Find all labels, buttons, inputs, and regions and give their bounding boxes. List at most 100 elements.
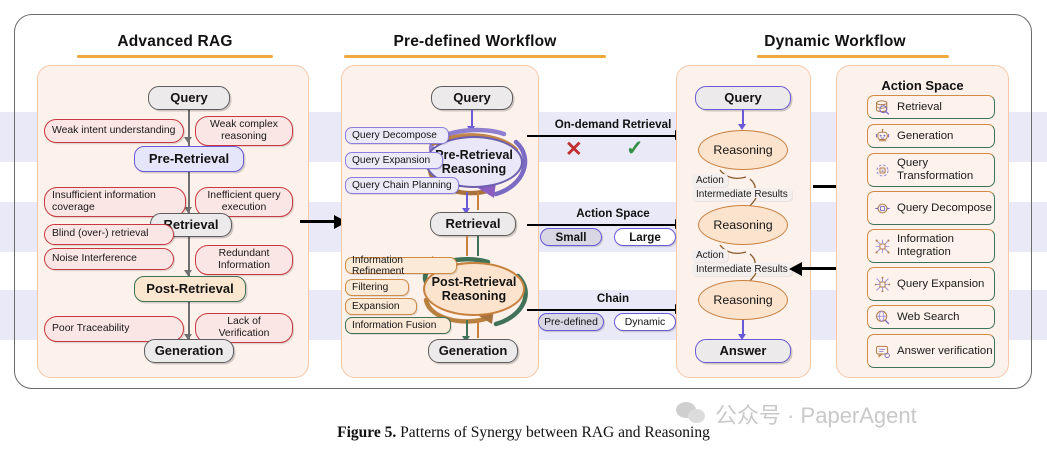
chip-query-decompose: Query Decompose [345, 127, 449, 144]
action-item-label: Retrieval [897, 100, 942, 113]
label-action-1: Action [692, 174, 728, 187]
dyn-flow-1 [742, 110, 744, 126]
issue-noise-interference: Noise Interference [44, 248, 174, 270]
comparison-line-1 [527, 135, 677, 138]
chip-filtering: Filtering [345, 279, 409, 296]
cross-icon: ✕ [565, 138, 583, 161]
option-small[interactable]: Small [540, 228, 602, 246]
ellipse-reasoning-2: Reasoning [698, 205, 788, 245]
column-title-predefined: Pre-defined Workflow [393, 33, 557, 50]
flow-line-gen-2 [477, 320, 479, 338]
ellipse-reasoning-3: Reasoning [698, 280, 788, 320]
node-query-dynamic: Query [695, 86, 791, 110]
action-item-web-search[interactable]: Web Search [867, 305, 995, 329]
action-item-label: Information Integration [897, 233, 954, 258]
node-query-predefined: Query [431, 86, 513, 110]
chip-query-expansion: Query Expansion [345, 152, 443, 169]
ellipse-pre-retrieval-reasoning: Pre-Retrieval Reasoning [425, 136, 523, 188]
wechat-icon [676, 402, 708, 426]
action-item-label: Query Transformation [897, 157, 974, 182]
arrow-actionspace-to-dynamic [800, 267, 840, 270]
issue-inefficient-query: Inefficient query execution [195, 187, 293, 217]
dyn-flow-2 [742, 320, 744, 336]
node-retrieval-predefined: Retrieval [430, 212, 516, 236]
label-intermediate-results-2: Intermediate Results [692, 263, 792, 276]
issue-weak-complex: Weak complex reasoning [195, 116, 293, 146]
flow-line-pre-1 [471, 110, 473, 128]
globe-search-icon [874, 309, 891, 326]
action-item-label: Query Expansion [897, 277, 985, 290]
flow-arrow-2 [184, 207, 192, 213]
column-underline-predefined [344, 55, 606, 58]
database-search-icon [874, 99, 891, 116]
arrow-head-actionspace-to-dynamic [789, 261, 802, 276]
node-generation-predefined: Generation [428, 339, 518, 363]
node-post-retrieval: Post-Retrieval [134, 276, 246, 302]
option-dynamic[interactable]: Dynamic [614, 313, 676, 331]
issue-lack-verification: Lack of Verification [195, 313, 293, 343]
option-large[interactable]: Large [614, 228, 676, 246]
flow-line-gen-1 [466, 320, 468, 338]
transform-circle-icon [874, 162, 891, 179]
comparison-title-on-demand-retrieval: On-demand Retrieval [554, 118, 672, 131]
action-item-query-expansion[interactable]: Query Expansion [867, 267, 995, 301]
column-title-advanced-rag: Advanced RAG [117, 33, 233, 50]
issue-weak-intent: Weak intent understanding [44, 119, 184, 143]
figure-caption-label: Figure 5. [337, 424, 397, 441]
chip-expansion: Expansion [345, 298, 417, 315]
action-item-label: Query Decompose [897, 201, 992, 214]
arrow-advanced-to-predefined [300, 220, 336, 223]
flow-arrow-3 [184, 270, 192, 276]
action-item-query-transformation[interactable]: Query Transformation [867, 153, 995, 187]
figure-frame [14, 14, 1032, 389]
column-title-dynamic: Dynamic Workflow [764, 33, 906, 50]
decompose-icon [874, 200, 891, 217]
action-item-label: Answer verification [897, 344, 993, 357]
node-pre-retrieval: Pre-Retrieval [134, 146, 244, 172]
expansion-icon [874, 276, 891, 293]
ellipse-post-retrieval-reasoning: Post-Retrieval Reasoning [423, 262, 525, 316]
ellipse-reasoning-1: Reasoning [698, 130, 788, 170]
verify-chat-icon [874, 343, 891, 360]
action-item-retrieval[interactable]: Retrieval [867, 95, 995, 119]
issue-poor-traceability: Poor Traceability [44, 316, 184, 342]
option-pre-defined[interactable]: Pre-defined [538, 313, 604, 331]
node-query-advanced: Query [148, 86, 230, 110]
column-underline-dynamic [757, 55, 949, 58]
action-item-label: Generation [897, 129, 954, 142]
watermark: 公众号 · PaperAgent [676, 398, 917, 430]
issue-insufficient-coverage: Insufficient information coverage [44, 187, 186, 217]
check-icon: ✓ [626, 137, 644, 160]
action-item-query-decompose[interactable]: Query Decompose [867, 191, 995, 225]
node-answer-dynamic: Answer [695, 339, 791, 363]
figure-caption-text: Patterns of Synergy between RAG and Reas… [396, 424, 710, 441]
flow-arrow-4 [184, 334, 192, 340]
issue-blind-retrieval: Blind (over-) retrieval [44, 224, 174, 245]
integration-icon [874, 238, 891, 255]
flow-arrow-pre-2 [462, 208, 470, 214]
issue-redundant-information: Redundant Information [195, 245, 293, 275]
action-space-title: Action Space [881, 78, 964, 93]
flow-line-post-1b [477, 236, 479, 256]
label-intermediate-results-1: Intermediate Results [692, 188, 792, 201]
action-item-information-integration[interactable]: Information Integration [867, 229, 995, 263]
comparison-title-chain: Chain [596, 292, 630, 305]
watermark-text: 公众号 · PaperAgent [715, 403, 917, 428]
comparison-title-action-space: Action Space [576, 207, 650, 220]
chip-query-chain-planning: Query Chain Planning [345, 177, 459, 194]
flow-line-pre-2 [466, 192, 468, 210]
flow-line-pre-up [477, 192, 479, 210]
label-action-2: Action [692, 249, 728, 262]
robot-icon [874, 128, 891, 145]
comparison-line-3 [527, 309, 677, 312]
action-item-answer-verification[interactable]: Answer verification [867, 334, 995, 368]
chip-information-refinement: Information Refinement [345, 255, 457, 277]
flow-line-post-1 [466, 236, 468, 256]
chip-information-fusion: Information Fusion [345, 317, 451, 334]
action-item-generation[interactable]: Generation [867, 124, 995, 148]
flow-arrow-1 [184, 137, 192, 143]
figure-caption: Figure 5. Patterns of Synergy between RA… [0, 424, 1047, 442]
dyn-arrow-1 [738, 124, 746, 130]
dyn-arrow-2 [738, 334, 746, 340]
action-item-label: Web Search [897, 310, 960, 323]
